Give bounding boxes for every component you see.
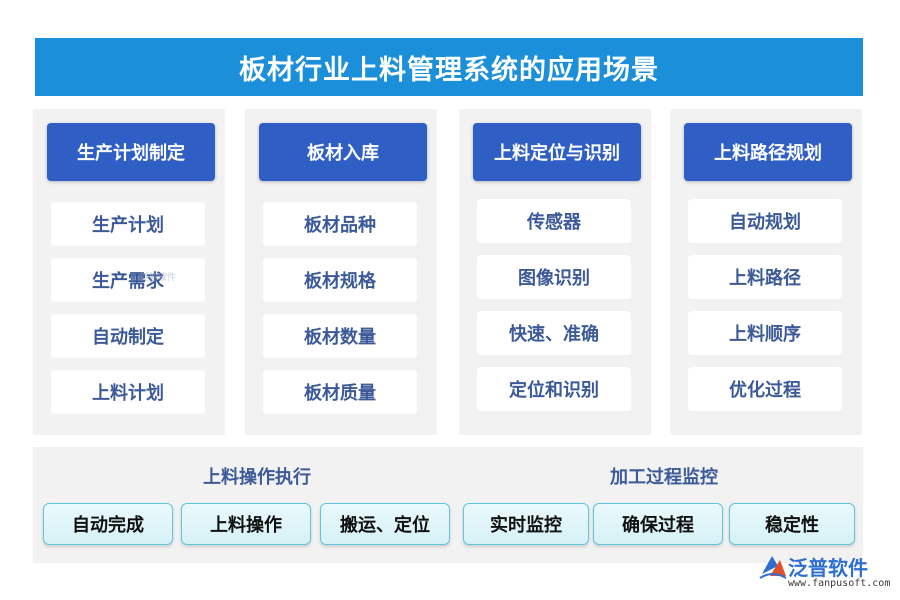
- column-board-storage: 板材入库 板材品种 板材规格 板材数量 板材质量: [245, 109, 437, 435]
- pill-item: 实时监控: [463, 503, 589, 545]
- column-item: 定位和识别: [477, 367, 631, 411]
- column-header: 板材入库: [259, 123, 427, 181]
- column-header: 生产计划制定: [47, 123, 215, 181]
- column-item: 自动规划: [688, 199, 842, 243]
- column-item: 上料路径: [688, 255, 842, 299]
- column-item: 传感器: [477, 199, 631, 243]
- column-production-planning: 生产计划制定 生产计划 生产需求 自动制定 上料计划: [33, 109, 225, 435]
- column-item: 板材质量: [263, 370, 417, 414]
- column-header: 上料定位与识别: [473, 123, 641, 181]
- column-item: 图像识别: [477, 255, 631, 299]
- watermark: 泛普软件: [140, 273, 177, 283]
- logo-url: www.fanpusoft.com: [788, 578, 891, 589]
- column-item: 上料顺序: [688, 311, 842, 355]
- fanpu-logo-icon: [759, 556, 787, 579]
- pill-item: 稳定性: [729, 503, 855, 545]
- column-item: 上料计划: [51, 370, 205, 414]
- diagram-title: 板材行业上料管理系统的应用场景: [35, 38, 863, 96]
- group-label-loading-execution: 上料操作执行: [203, 467, 311, 488]
- brand-logo: 泛普软件 www.fanpusoft.com: [758, 552, 891, 594]
- group-label-process-monitoring: 加工过程监控: [610, 467, 718, 488]
- column-positioning-recognition: 上料定位与识别 传感器 图像识别 快速、准确 定位和识别: [459, 109, 651, 435]
- bottom-panel: 上料操作执行 加工过程监控 自动完成 上料操作 搬运、定位 实时监控 确保过程 …: [33, 447, 863, 563]
- column-item: 板材品种: [263, 202, 417, 246]
- column-item: 快速、准确: [477, 311, 631, 355]
- logo-name: 泛普软件: [788, 556, 868, 580]
- column-path-planning: 上料路径规划 自动规划 上料路径 上料顺序 优化过程: [670, 109, 862, 435]
- column-header: 上料路径规划: [684, 123, 852, 181]
- column-item: 板材规格: [263, 258, 417, 302]
- column-item: 板材数量: [263, 314, 417, 358]
- column-item: 自动制定: [51, 314, 205, 358]
- column-item: 生产需求: [51, 258, 205, 302]
- pill-item: 上料操作: [181, 503, 311, 545]
- pill-item: 确保过程: [593, 503, 723, 545]
- column-item: 优化过程: [688, 367, 842, 411]
- pill-item: 自动完成: [43, 503, 173, 545]
- pill-item: 搬运、定位: [320, 503, 450, 545]
- column-item: 生产计划: [51, 202, 205, 246]
